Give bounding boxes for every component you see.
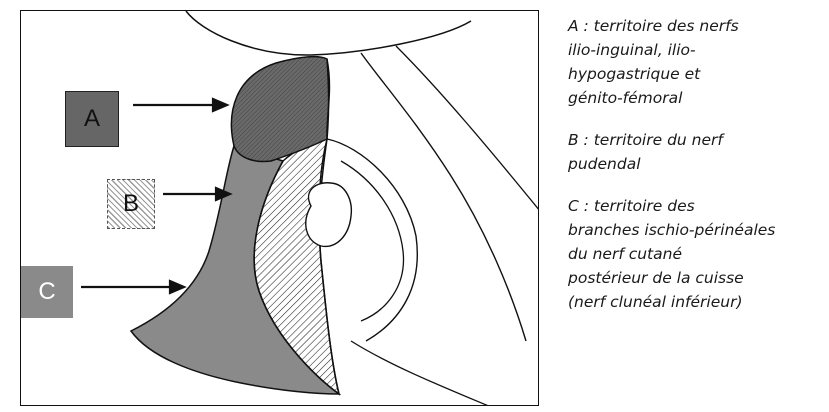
legend-entry-c: C : territoire des branches ischio-périn… (568, 194, 826, 314)
lower-fold (351, 341, 491, 406)
upper-curve (186, 11, 471, 55)
arrow-c (81, 281, 184, 293)
anatomy-drawing (21, 11, 539, 406)
anal-opening (306, 183, 352, 247)
anatomy-figure: A B C (20, 10, 539, 406)
tag-a: A (65, 91, 119, 147)
inner-fold (341, 161, 403, 321)
arrow-a (133, 99, 227, 111)
tag-c: C (21, 266, 73, 318)
arrow-b (163, 188, 230, 200)
legend: A : territoire des nerfs ilio-inguinal, … (568, 14, 826, 332)
legend-entry-b: B : territoire du nerf pudendal (568, 128, 826, 176)
legend-entry-a: A : territoire des nerfs ilio-inguinal, … (568, 14, 826, 110)
tag-b: B (107, 179, 155, 229)
